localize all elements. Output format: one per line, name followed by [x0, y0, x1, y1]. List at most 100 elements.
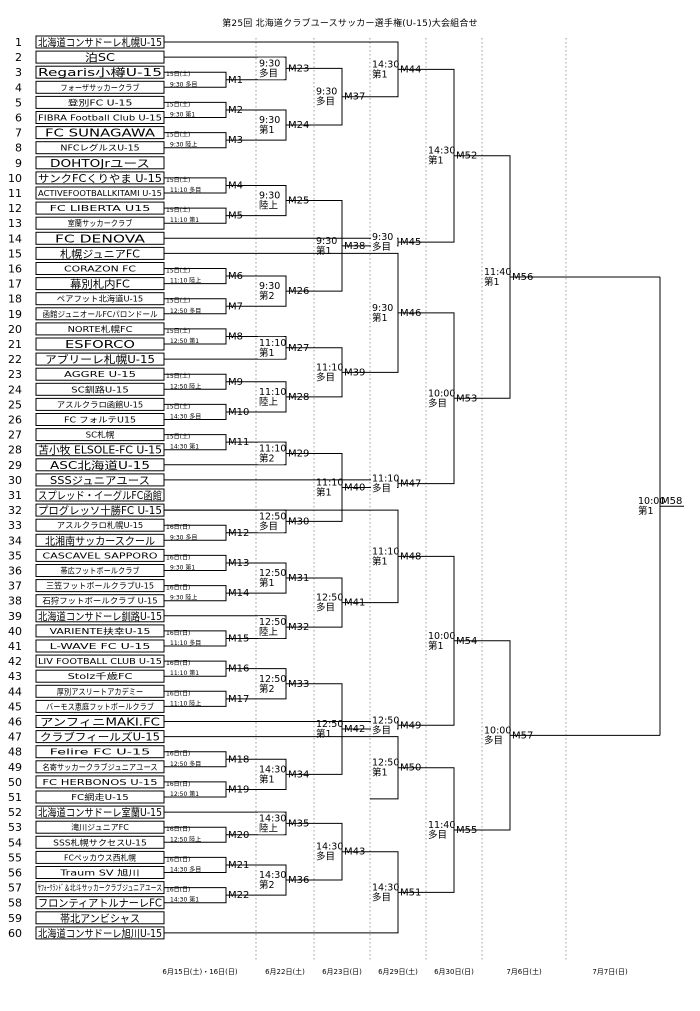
- r3-label-bg: [315, 476, 341, 499]
- team-number: 55: [8, 851, 22, 864]
- r3-match-id: M43: [344, 847, 365, 858]
- r2-match-id: M33: [288, 679, 309, 690]
- r1-match-id: M8: [228, 331, 243, 342]
- r3-match-id: M37: [344, 92, 365, 103]
- r4-label-bg: [371, 301, 397, 324]
- team-number: 3: [15, 66, 22, 79]
- r2-label-bg: [258, 763, 284, 786]
- team-name: L-WAVE FC U-15: [50, 642, 151, 651]
- r2-venue: 第1: [259, 124, 275, 136]
- r2-match-id: M30: [288, 516, 309, 527]
- r2-time: 14:30: [259, 813, 286, 824]
- r1-date: 15日(土): [166, 433, 190, 441]
- r2-match-id: M32: [288, 622, 309, 633]
- r1-match-id: M15: [228, 633, 249, 644]
- r1-match-id: M10: [228, 407, 249, 418]
- r1-date: 15日(土): [166, 206, 190, 214]
- team-number: 57: [8, 882, 22, 895]
- r4-time: 11:10: [372, 474, 399, 485]
- r1-detail: 9:30 陸上: [170, 594, 197, 602]
- team-number: 39: [8, 610, 22, 623]
- r6-label-bg: [483, 265, 509, 288]
- team-name: 北海道コンサドーレ旭川U-15: [38, 927, 162, 940]
- r2-time: 11:10: [259, 338, 286, 349]
- r2-venue: 第2: [259, 290, 275, 302]
- r1-detail: 12:50 陸上: [170, 835, 201, 843]
- r2-match-id: M34: [288, 769, 309, 780]
- r4-time: 14:30: [372, 882, 399, 893]
- team-number: 42: [8, 655, 22, 668]
- r6-venue: 第1: [484, 276, 500, 288]
- page-title: 第25回 北海道クラブユースサッカー選手権(U-15)大会組合せ: [222, 19, 478, 29]
- r2-label-bg: [258, 114, 284, 137]
- r1-match-id: M21: [228, 860, 249, 871]
- team-box: [35, 911, 165, 925]
- r1-date: 16日(日): [166, 585, 190, 592]
- r2-time: 14:30: [259, 870, 286, 881]
- team-number: 33: [8, 519, 22, 532]
- r4-label-bg: [371, 472, 397, 495]
- r1-match-id: M2: [228, 105, 243, 116]
- r1-match-id: M4: [228, 180, 243, 191]
- team-name: NORTE札幌FC: [68, 324, 133, 334]
- team-name: Stolz千歳FC: [68, 671, 133, 681]
- team-name: ペアフット北海道U-15: [57, 294, 143, 304]
- r4-label-bg: [371, 714, 397, 737]
- team-number: 24: [8, 383, 22, 396]
- team-number: 15: [8, 247, 22, 260]
- team-number: 53: [8, 821, 22, 834]
- team-name: Regaris小樽U-15: [38, 66, 162, 79]
- team-name: FC SUNAGAWA: [45, 128, 156, 140]
- r4-venue: 第1: [372, 767, 388, 779]
- r6-time: 11:40: [484, 267, 511, 278]
- r1-match-id: M22: [228, 890, 249, 901]
- r1-date: 16日(日): [166, 554, 190, 561]
- r5-venue: 多目: [428, 829, 447, 841]
- r5-match-id: M54: [456, 636, 477, 647]
- team-number: 11: [8, 187, 22, 200]
- r2-label-bg: [258, 616, 284, 639]
- r3-venue: 多目: [316, 602, 335, 614]
- round-date: 6月30日(日): [434, 968, 474, 976]
- team-name: フォーザサッカークラブ: [60, 82, 139, 92]
- r2-time: 12:50: [259, 568, 286, 579]
- team-name: 北海道コンサドーレ札幌U-15: [38, 36, 162, 49]
- r1-match-id: M16: [228, 664, 249, 675]
- team-name: LIV FOOTBALL CLUB U-15: [38, 657, 162, 666]
- r5-time: 10:00: [428, 388, 455, 399]
- r5-label-bg: [427, 144, 453, 167]
- r3-venue: 第1: [316, 486, 332, 498]
- r2-venue: 多目: [259, 520, 278, 532]
- r6-venue: 多目: [484, 734, 503, 746]
- team-name: Felire FC U-15: [50, 748, 151, 757]
- r2-venue: 第1: [259, 773, 275, 785]
- r3-time: 11:10: [316, 362, 343, 373]
- r1-date: 16日(日): [166, 524, 190, 531]
- r1-date: 16日(日): [166, 887, 190, 894]
- team-number: 9: [15, 157, 22, 170]
- r5-label-bg: [427, 819, 453, 842]
- team-number: 34: [8, 534, 22, 547]
- r1-detail: 12:50 第1: [170, 337, 199, 345]
- r2-label-bg: [258, 442, 284, 465]
- r1-date: 16日(日): [166, 690, 190, 697]
- team-name: 帯北アンビシャス: [60, 912, 140, 925]
- r6-time: 10:00: [484, 725, 511, 736]
- r2-venue: 陸上: [259, 200, 279, 212]
- team-number: 25: [8, 398, 22, 411]
- r4-match-id: M47: [400, 479, 421, 490]
- r4-venue: 第1: [372, 312, 388, 324]
- r4-match-id: M51: [400, 887, 421, 898]
- team-name: スプレッド・イーグルFC函館: [38, 489, 162, 502]
- team-number: 18: [8, 293, 22, 306]
- r1-detail: 11:10 多目: [170, 639, 201, 647]
- r1-match-id: M7: [228, 301, 243, 312]
- team-box: [35, 488, 165, 502]
- team-name: ｻﾌｫｰｸﾗﾝﾄﾞ＆北斗サッカークラブジュニアユース: [38, 883, 162, 893]
- r1-detail: 12:50 多目: [170, 307, 201, 315]
- team-name: FC HERBONOS U-15: [42, 778, 157, 787]
- r2-time: 9:30: [259, 58, 280, 69]
- team-number: 22: [8, 353, 22, 366]
- team-number: 2: [15, 51, 22, 64]
